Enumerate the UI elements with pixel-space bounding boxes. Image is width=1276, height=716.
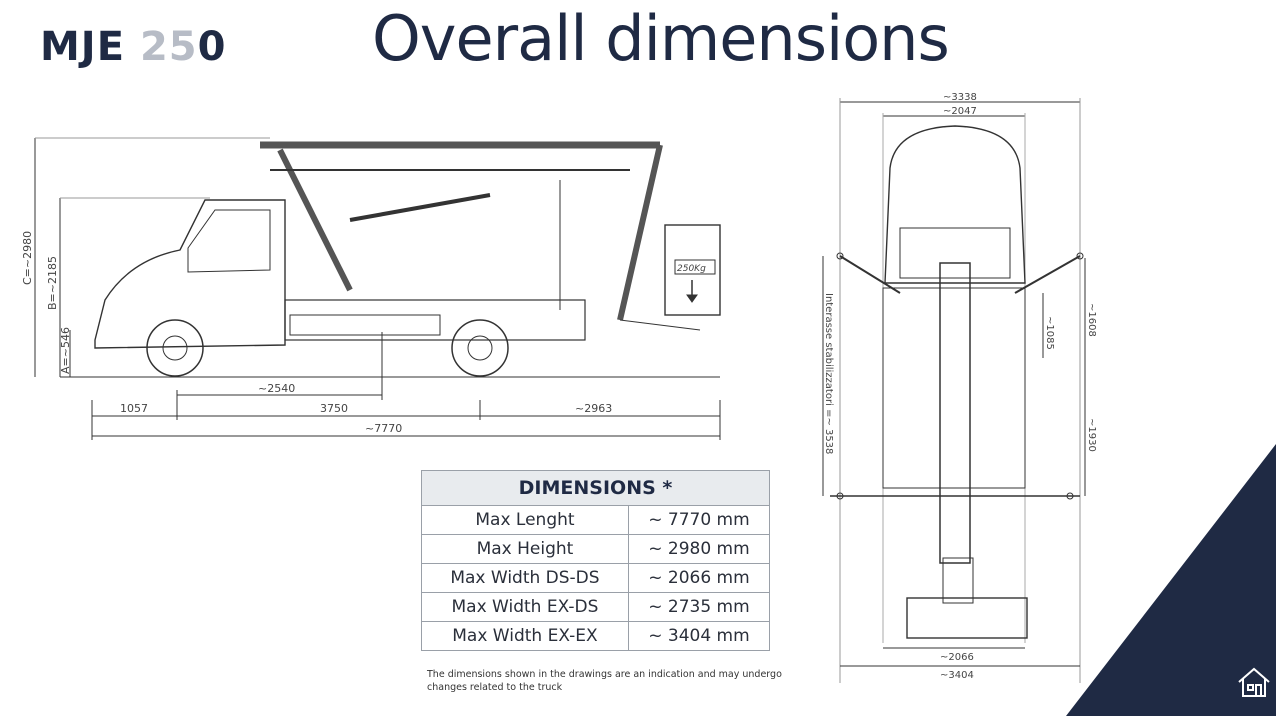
table-row: Max Height ~ 2980 mm (421, 534, 771, 564)
row-label: Max Width EX-EX (421, 621, 629, 651)
row-value: ~ 2066 mm (627, 563, 771, 593)
basket-label: 250Kg (677, 264, 706, 274)
dim-bottom-1: ~2066 (940, 652, 974, 663)
dim-inner: ~2047 (943, 106, 977, 117)
row-label: Max Lenght (421, 505, 629, 535)
brand-logo: MJE 250 (40, 24, 226, 70)
dim-a: A=~546 (59, 327, 72, 374)
dim-bottom-2: ~3404 (940, 670, 974, 681)
table-row: Max Lenght ~ 7770 mm (421, 505, 771, 535)
logo-part-3: 0 (197, 24, 227, 70)
side-view-drawing: C=~2980 B=~2185 A=~546 ~2540 1057 3750 ~… (20, 100, 730, 450)
row-value: ~ 2735 mm (627, 592, 771, 622)
dim-right-bottom: ~1930 (1086, 418, 1097, 452)
top-view-drawing: ~3338 ~2047 ~1608 ~1085 ~1930 Interasse … (815, 88, 1105, 688)
dim-mid: ~2540 (258, 382, 295, 395)
dim-total: ~7770 (365, 422, 402, 435)
dim-rear: ~2963 (575, 402, 612, 415)
logo-part-1: MJE (40, 24, 140, 70)
table-header: DIMENSIONS * (421, 470, 770, 506)
logo-part-2: 25 (139, 24, 198, 70)
dim-wheelbase: 3750 (320, 402, 348, 415)
home-icon[interactable] (1236, 664, 1272, 700)
dimensions-table: DIMENSIONS * Max Lenght ~ 7770 mm Max He… (421, 470, 771, 651)
dimensions-note: The dimensions shown in the drawings are… (427, 669, 782, 693)
row-value: ~ 2980 mm (627, 534, 771, 564)
page-title: Overall dimensions (372, 2, 950, 75)
row-label: Max Height (421, 534, 629, 564)
dim-left: Interasse stabilizzatori =~ 3538 (823, 293, 834, 454)
dim-outer: ~3338 (943, 92, 977, 103)
row-value: ~ 7770 mm (627, 505, 771, 535)
dim-c: C=~2980 (21, 231, 34, 285)
dim-front: 1057 (120, 402, 148, 415)
table-row: Max Width EX-DS ~ 2735 mm (421, 592, 771, 622)
table-row: Max Width EX-EX ~ 3404 mm (421, 621, 771, 651)
dim-b: B=~2185 (46, 256, 59, 310)
table-row: Max Width DS-DS ~ 2066 mm (421, 563, 771, 593)
dim-right-mid: ~1085 (1044, 316, 1055, 350)
row-label: Max Width EX-DS (421, 592, 629, 622)
row-label: Max Width DS-DS (421, 563, 629, 593)
row-value: ~ 3404 mm (627, 621, 771, 651)
dim-right-top: ~1608 (1086, 303, 1097, 337)
